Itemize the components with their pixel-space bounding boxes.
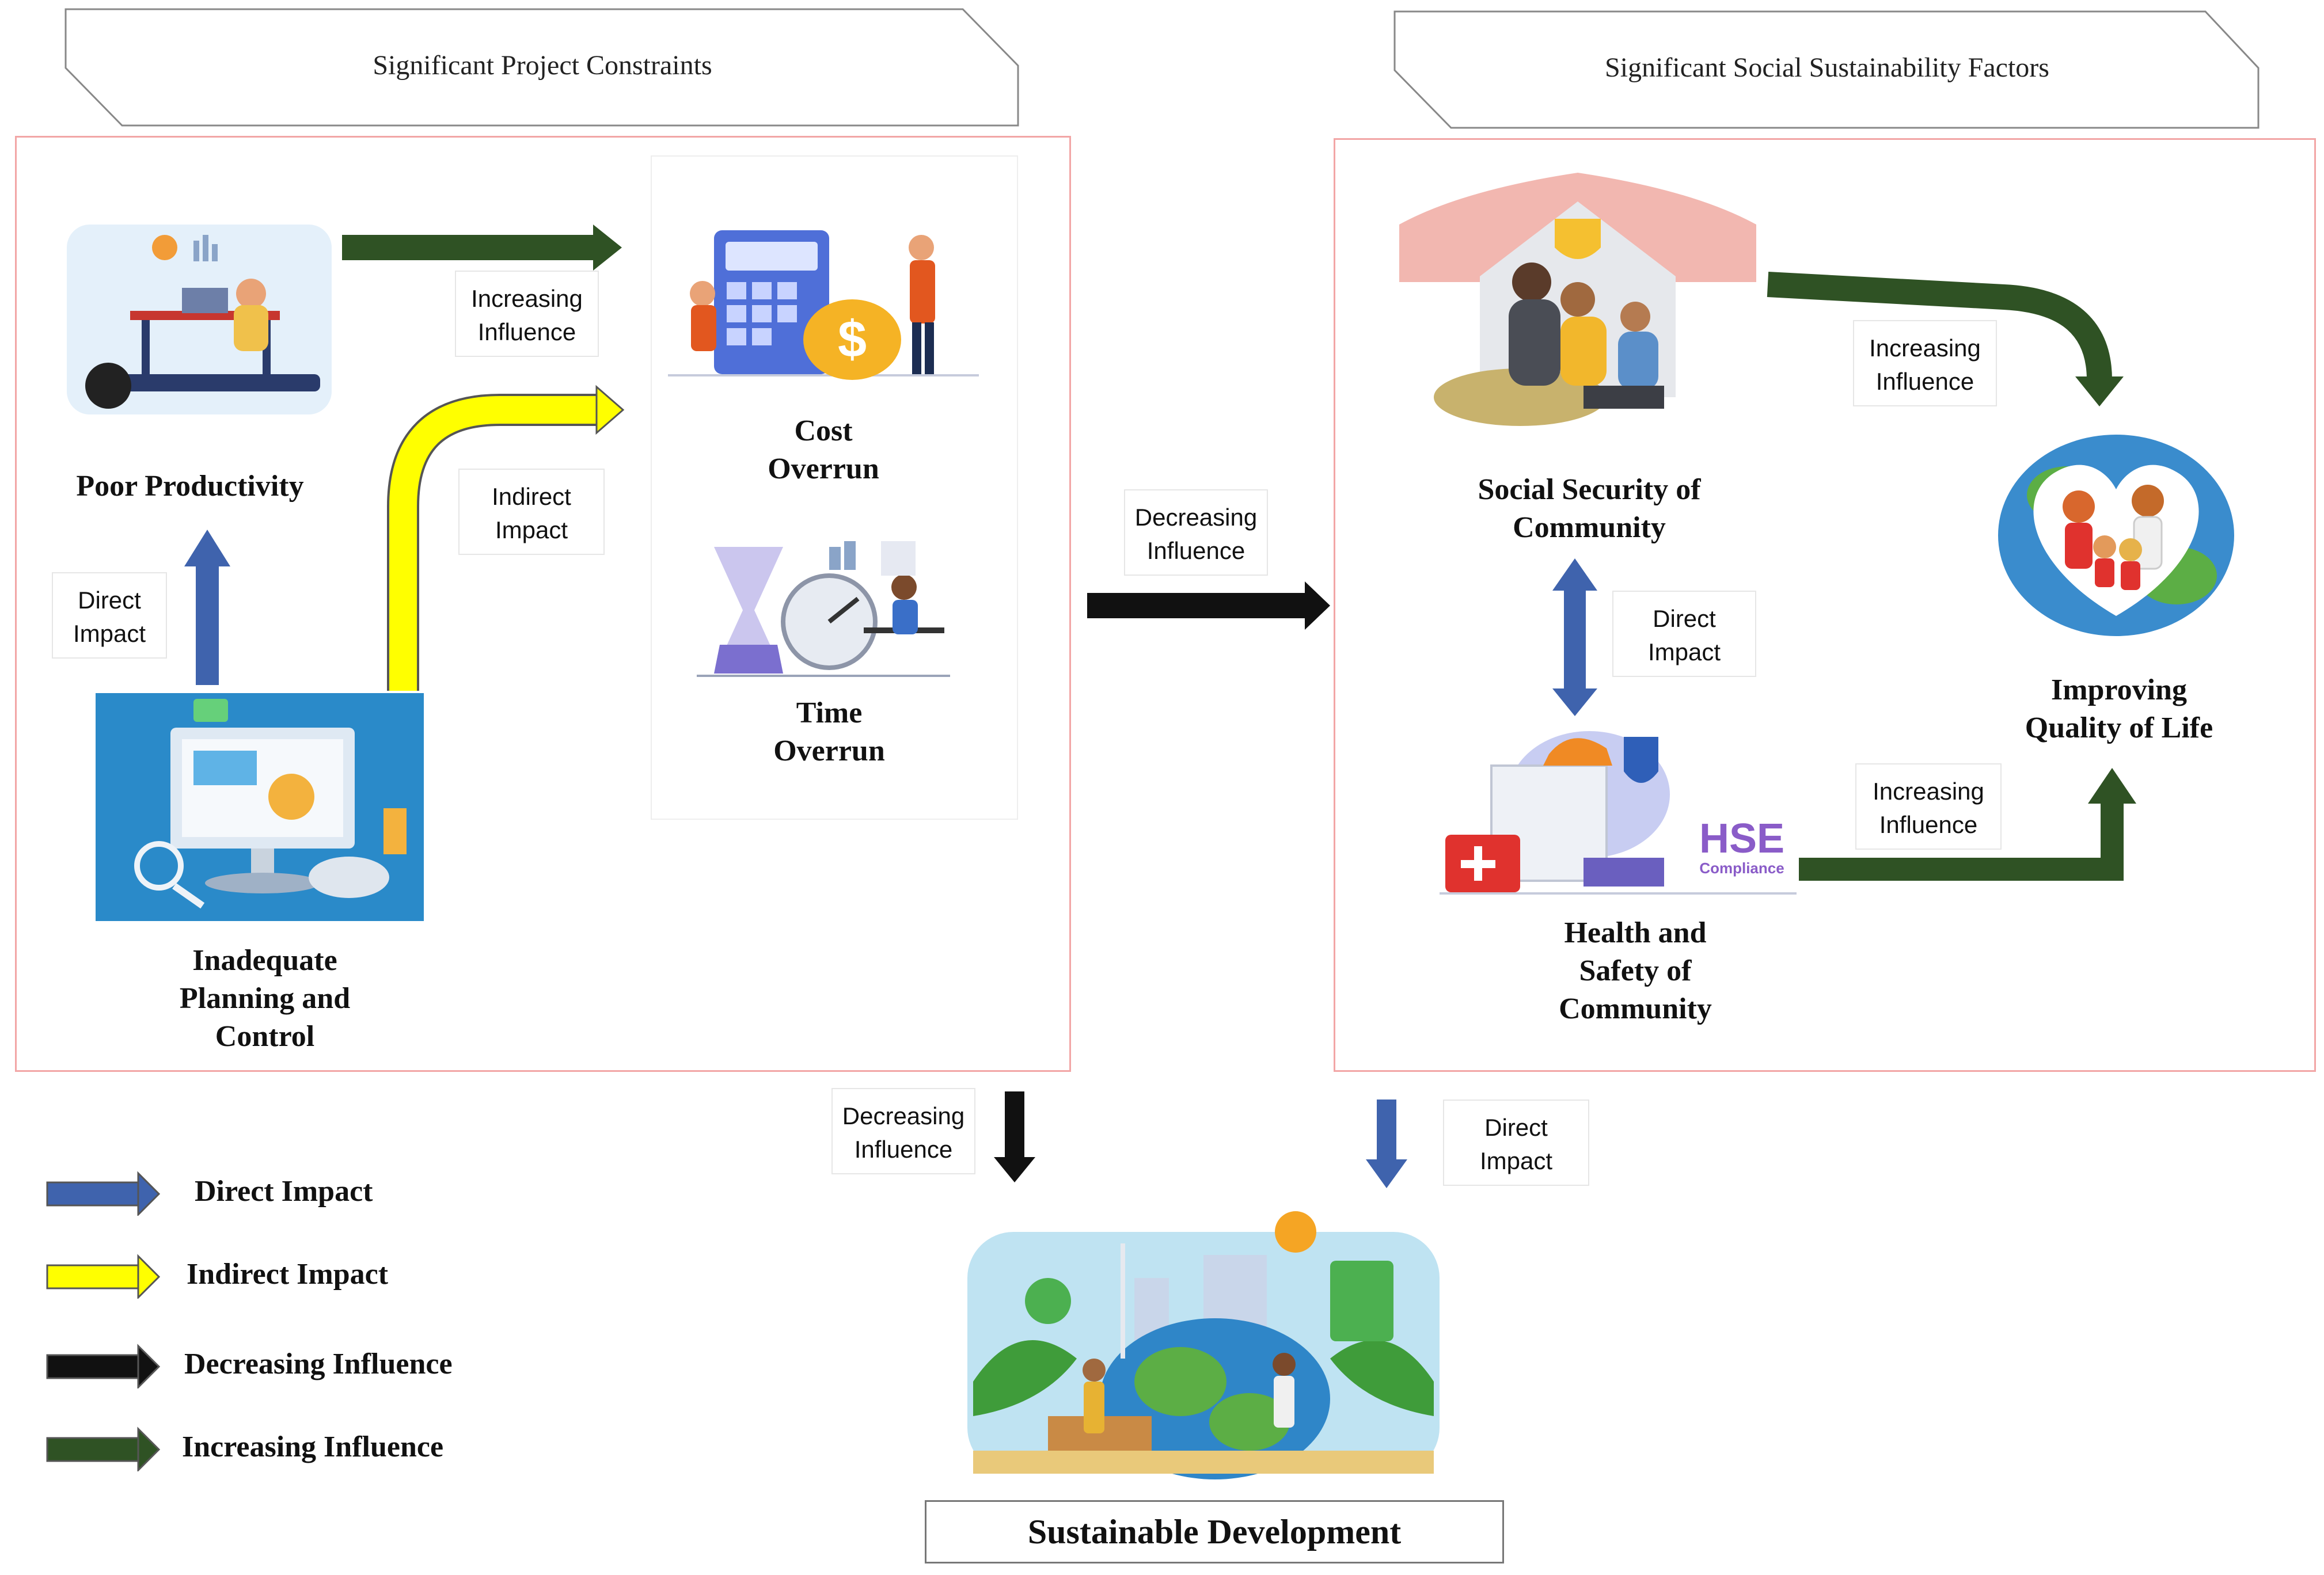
legend-swatch-increasing (46, 1426, 161, 1471)
header-social-sustainability: Significant Social Sustainability Factor… (1393, 10, 2261, 129)
hse-logo-title: HSE (1699, 816, 1785, 862)
tag-line: Direct (1653, 605, 1716, 632)
label-line: Cost (794, 414, 853, 447)
header-title: Significant Social Sustainability Factor… (1605, 52, 2049, 83)
family-globe-heart-illustration (1998, 435, 2234, 636)
legend-item-increasing: Increasing Influence (46, 1418, 507, 1476)
arrow-increasing-security-to-quality (1767, 272, 2124, 406)
tag-line: Influence (1146, 537, 1245, 564)
green-earth-community-illustration (967, 1211, 1440, 1479)
hourglass-clock-illustration (697, 541, 950, 677)
tag-line: Influence (477, 318, 576, 345)
tag-line: Increasing (471, 285, 583, 312)
tag-line: Impact (1647, 638, 1721, 665)
label-line: Overrun (768, 452, 879, 485)
tag-line: Direct (1484, 1114, 1548, 1141)
legend-label-indirect: Indirect Impact (187, 1258, 389, 1291)
label-line: Community (1559, 992, 1712, 1025)
legend-swatch-decreasing (46, 1344, 161, 1388)
label-line: Community (1513, 511, 1666, 544)
hse-logo-subtitle: Compliance (1699, 859, 1784, 877)
arrow-direct-to-sustainable (1366, 1100, 1407, 1188)
tag-left-indirect: Indirect Impact (458, 469, 605, 555)
label-line: Overrun (773, 735, 885, 767)
inadequate-planning-label: Inadequate Planning and Control (115, 942, 415, 1056)
tag-line: Indirect (492, 483, 571, 510)
tag-right-increasing-top: Increasing Influence (1853, 320, 1997, 406)
header-title: Significant Project Constraints (373, 50, 712, 81)
label-line: Health and (1564, 916, 1707, 949)
social-security-label: Social Security of Community (1434, 471, 1745, 547)
right-pane (1334, 138, 2316, 1072)
time-overrun-label: Time Overrun (714, 694, 944, 770)
tag-right-increasing-bottom: Increasing Influence (1855, 763, 2002, 850)
legend-item-indirect: Indirect Impact (46, 1246, 507, 1303)
arrow-indirect-planning-to-cost (387, 385, 625, 691)
calculator-money-illustration: $ (668, 230, 979, 380)
svg-text:$: $ (838, 311, 867, 368)
label-line: Time (796, 697, 863, 729)
label-line: Planning and (179, 982, 351, 1015)
legend-item-decreasing: Decreasing Influence (46, 1336, 507, 1393)
legend: Direct Impact Indirect Impact Decreasing… (46, 1163, 507, 1485)
tag-line: Decreasing (842, 1102, 965, 1129)
label-line: Inadequate (192, 944, 337, 977)
tag-line: Impact (495, 516, 568, 543)
poor-productivity-label: Poor Productivity (76, 470, 304, 503)
tag-left-direct: Direct Impact (52, 572, 167, 659)
legend-label-decreasing: Decreasing Influence (184, 1348, 453, 1380)
tag-line: Increasing (1873, 778, 1984, 805)
tag-line: Influence (854, 1136, 953, 1163)
tag-line: Impact (73, 620, 146, 647)
header-shape (64, 8, 1019, 127)
arrow-decreasing-to-sustainable (994, 1091, 1035, 1182)
legend-swatch-direct (46, 1171, 161, 1216)
family-protection-hands-illustration (1399, 173, 1756, 426)
hse-logo: HSE Compliance (1693, 817, 1791, 876)
label-line: Improving (2051, 674, 2187, 706)
label-line: Social Security of (1478, 473, 1701, 506)
tag-bottom-direct: Direct Impact (1443, 1100, 1589, 1186)
tag-line: Increasing (1869, 334, 1981, 362)
arrow-increasing-health-to-quality (1799, 768, 2136, 881)
label-line: Control (215, 1020, 315, 1053)
label-line: Quality of Life (2025, 712, 2213, 744)
sustainable-development-label: Sustainable Development (925, 1500, 1504, 1563)
arrow-increasing-productivity-to-cost (342, 225, 622, 271)
cost-overrun-label: Cost Overrun (708, 412, 939, 488)
arrow-decreasing-constraints-to-social (1087, 581, 1330, 630)
label-line: Safety of (1579, 954, 1692, 987)
tag-line: Influence (1875, 368, 1974, 395)
tag-line: Decreasing (1134, 504, 1258, 531)
tag-center-decreasing: Decreasing Influence (1124, 489, 1268, 576)
arrow-direct-security-health (1552, 558, 1597, 716)
health-safety-label: Health and Safety of Community (1497, 914, 1774, 1028)
tag-line: Direct (78, 587, 141, 614)
legend-swatch-indirect (46, 1254, 161, 1299)
tag-left-increasing: Increasing Influence (455, 271, 599, 357)
cost-time-panel (651, 155, 1018, 820)
planning-dashboard-illustration (96, 693, 424, 921)
header-shape (1393, 10, 2260, 129)
tired-worker-desk-illustration (67, 225, 332, 414)
hse-compliance-illustration (1440, 731, 1797, 895)
tag-right-direct: Direct Impact (1612, 591, 1756, 677)
tag-line: Influence (1879, 811, 1978, 838)
legend-label-increasing: Increasing Influence (182, 1431, 444, 1463)
legend-label-direct: Direct Impact (195, 1175, 373, 1208)
left-pane (15, 136, 1071, 1072)
tag-line: Impact (1479, 1147, 1553, 1174)
legend-item-direct: Direct Impact (46, 1163, 507, 1220)
tag-bottom-decreasing: Decreasing Influence (831, 1088, 975, 1174)
quality-of-life-label: Improving Quality of Life (1969, 671, 2269, 747)
header-project-constraints: Significant Project Constraints (64, 8, 1020, 127)
arrow-direct-planning-to-productivity (184, 530, 230, 685)
